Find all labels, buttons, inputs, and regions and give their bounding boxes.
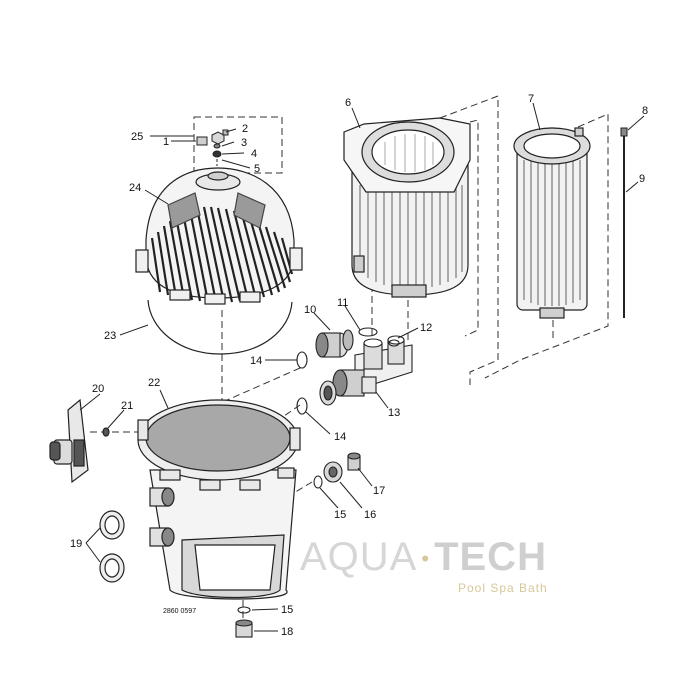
drawing-code: 2860 0597 [163, 608, 196, 615]
callout-6: 6 [345, 97, 351, 109]
callout-4: 4 [251, 148, 257, 160]
callout-18: 18 [281, 626, 293, 638]
watermark-word-1: AQUA [300, 535, 418, 579]
inner-cartridge-element [513, 127, 591, 319]
callout-25: 25 [131, 131, 143, 143]
lid-clamp-handle [49, 398, 110, 484]
callout-8: 8 [642, 105, 648, 117]
callout-3: 3 [241, 137, 247, 149]
lid-o-ring [147, 299, 293, 355]
callout-15-upper: 15 [334, 509, 346, 521]
manifold-assembly [296, 327, 413, 415]
callout-1: 1 [163, 136, 169, 148]
callout-23: 23 [104, 330, 116, 342]
callout-14-upper: 14 [250, 355, 262, 367]
callout-24: 24 [129, 182, 141, 194]
watermark-tagline: Pool Spa Bath [458, 581, 548, 595]
callout-20: 20 [92, 383, 104, 395]
watermark-logo: AQUA•TECH [300, 535, 547, 580]
callout-16: 16 [364, 509, 376, 521]
filter-tank [137, 399, 301, 600]
callout-7: 7 [528, 93, 534, 105]
callout-9: 9 [639, 173, 645, 185]
watermark-word-2: TECH [434, 535, 547, 579]
callout-17: 17 [373, 485, 385, 497]
leader-lines [79, 102, 645, 632]
callout-10: 10 [304, 304, 316, 316]
callout-12: 12 [420, 322, 432, 334]
drain-parts [235, 606, 253, 638]
union-nuts [99, 510, 125, 583]
callout-22: 22 [148, 377, 160, 389]
outer-cartridge-element [343, 117, 471, 298]
air-relief-valve-assembly [196, 129, 229, 166]
callout-13: 13 [388, 407, 400, 419]
watermark-separator: • [421, 546, 431, 572]
callout-labels: 1 2 3 4 5 25 24 23 6 7 8 9 10 11 12 14 1… [70, 93, 648, 638]
callout-19: 19 [70, 538, 82, 550]
callout-2: 2 [242, 123, 248, 135]
callout-5: 5 [254, 163, 260, 175]
callout-14-lower: 14 [334, 431, 346, 443]
callout-11: 11 [337, 297, 348, 309]
callout-21: 21 [121, 400, 133, 412]
callout-15-lower: 15 [281, 604, 293, 616]
gauge-fittings [313, 452, 361, 489]
filter-lid [135, 167, 303, 305]
tie-rod [620, 127, 628, 318]
